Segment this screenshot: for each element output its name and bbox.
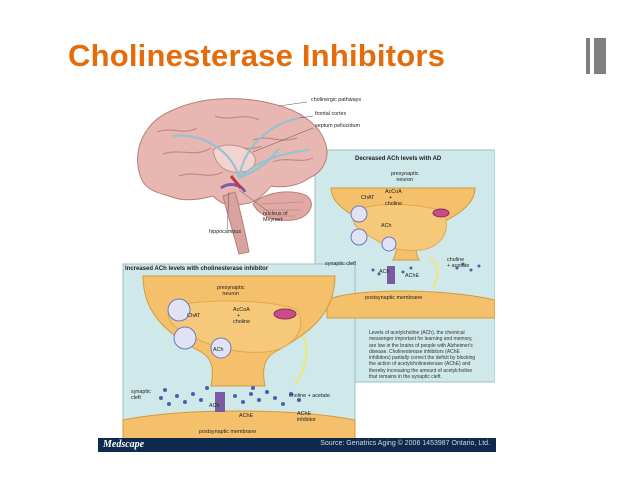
ad-ach-label: ACh	[381, 224, 392, 230]
label-hippocampus: hippocampus	[209, 230, 241, 236]
slide-title: Cholinesterase Inhibitors	[68, 38, 445, 74]
description-text: Levels of acetylcholine (ACh), the chemi…	[369, 330, 481, 380]
decorative-bar-thin	[586, 38, 590, 74]
ad-ach2-label: ACh	[379, 270, 390, 276]
footer-bar: Medscape Source: Geriatrics Aging © 2006…	[98, 438, 496, 452]
ad-presynaptic-label: presynaptic neuron	[391, 172, 419, 184]
inhibitor-presynaptic-label: presynaptic neuron	[217, 286, 245, 298]
decorative-bar-thick	[594, 38, 606, 74]
inhibitor-chat-label: ChAT	[187, 314, 200, 320]
inhibitor-ache-inhibitor-label: AChE inhibitor	[297, 412, 316, 424]
inhibitor-synaptic-cleft-label: synaptic cleft	[131, 390, 151, 402]
ad-ache-label: AChE	[405, 274, 419, 280]
inhibitor-postsynaptic-label: postsynaptic membrane	[199, 430, 256, 436]
inhibitor-panel-heading: Increased ACh levels with cholinesterase…	[125, 266, 268, 273]
medscape-logo: Medscape	[103, 439, 144, 450]
inhibitor-ach2-label: ACh	[209, 404, 220, 410]
ad-synaptic-cleft-label: synaptic cleft	[325, 262, 356, 268]
inhibitor-choline-label: choline	[233, 320, 250, 326]
ad-choline-acetate-label: choline + acetate	[447, 258, 469, 270]
inhibitor-choline-acetate-label: choline + acetate	[289, 394, 330, 400]
inhibitor-ach-label: ACh	[213, 348, 224, 354]
source-credit: Source: Geriatrics Aging © 2006 1453987 …	[320, 440, 490, 447]
ad-panel-heading: Decreased ACh levels with AD	[355, 156, 441, 163]
ad-postsynaptic-label: postsynaptic membrane	[365, 296, 422, 302]
label-frontal-cortex: frontal cortex	[315, 112, 346, 118]
label-septum-pellucidum: septum pellucidum	[315, 124, 360, 130]
inhibitor-accoa-label: AcCoA	[233, 308, 250, 314]
label-cholinergic-pathways: cholinergic pathways	[311, 98, 361, 104]
ad-accoa-label: AcCoA	[385, 190, 402, 196]
ad-choline-label: choline	[385, 202, 402, 208]
ad-chat-label: ChAT	[361, 196, 374, 202]
figure: cholinergic pathways frontal cortex sept…	[103, 92, 495, 450]
label-nucleus-of-meynert: nucleus of Meynert	[263, 212, 288, 224]
inhibitor-ache-label: AChE	[239, 414, 253, 420]
